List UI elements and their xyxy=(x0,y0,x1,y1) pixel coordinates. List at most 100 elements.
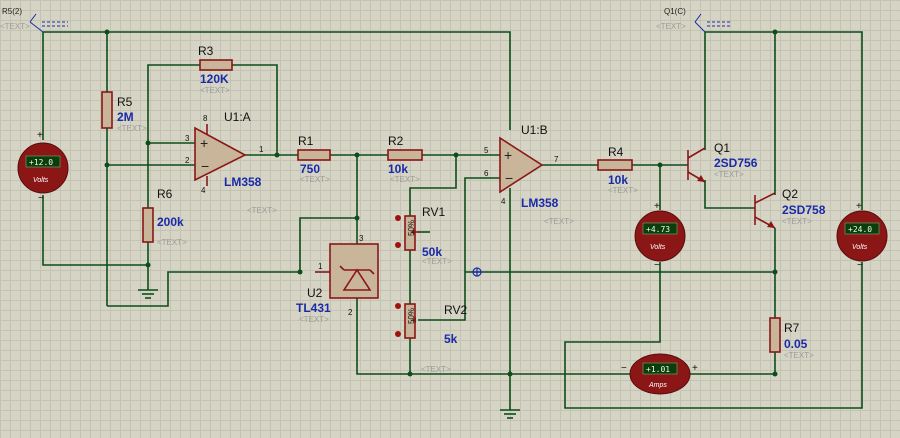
potentiometer-rv1[interactable]: 50% RV1 50k <TEXT> xyxy=(395,205,452,266)
voltmeter-2-unit: Volts xyxy=(650,244,666,251)
u1b-minus-sign: − xyxy=(505,170,513,186)
voltmeter-1-minus: − xyxy=(38,193,44,204)
opamp-u1b[interactable]: + − 5 6 7 4 U1:B LM358 <TEXT> xyxy=(484,123,574,226)
opamp-u1a[interactable]: + − 3 2 1 8 4 U1:A LM358 <TEXT> xyxy=(185,110,277,215)
r3-text: <TEXT> xyxy=(200,86,230,95)
resistor-r4[interactable]: R4 10k <TEXT> xyxy=(597,145,638,195)
junction xyxy=(407,371,413,377)
r6-label: R6 xyxy=(157,187,173,201)
junction xyxy=(104,29,110,35)
r3-value: 120K xyxy=(200,72,229,86)
rv1-percent: 50% xyxy=(407,220,416,236)
u2-pin3: 3 xyxy=(359,234,364,243)
rv1-label: RV1 xyxy=(422,205,445,219)
q2-label: Q2 xyxy=(782,187,798,201)
voltmeter-2-reading: +4.73 xyxy=(646,225,670,234)
wire-rv-top xyxy=(409,155,457,216)
voltmeter-1-reading: +12.0 xyxy=(29,158,53,167)
u1a-pin4: 4 xyxy=(201,186,206,195)
ammeter-1-reading: +1.01 xyxy=(646,365,670,374)
wire-u2-ref xyxy=(299,217,357,272)
junction xyxy=(297,269,303,275)
u1a-minus-sign: − xyxy=(201,158,209,174)
r5-value: 2M xyxy=(117,110,134,124)
ammeter-1[interactable]: +1.01 Amps − + xyxy=(621,353,698,395)
wire-q2-collector xyxy=(774,31,863,210)
probe-right[interactable]: Q1(C) <TEXT> xyxy=(656,7,732,33)
resistor-r5[interactable]: R5 2M <TEXT> xyxy=(101,91,147,133)
u2-pin1: 1 xyxy=(318,262,323,271)
resistor-r2[interactable]: R2 10k <TEXT> xyxy=(387,134,423,184)
q1-value: 2SD756 xyxy=(714,156,758,170)
u1a-pin3: 3 xyxy=(185,134,190,143)
r4-text: <TEXT> xyxy=(608,186,638,195)
rv1-text: <TEXT> xyxy=(422,257,452,266)
r6-value: 200k xyxy=(157,215,184,229)
resistor-r3[interactable]: R3 120K <TEXT> xyxy=(198,44,233,95)
wire-r3-left xyxy=(147,64,200,143)
wire-vm2-bottom xyxy=(564,262,863,409)
wire-ground-return xyxy=(107,271,300,307)
resistor-r6[interactable]: R6 200k <TEXT> xyxy=(142,187,187,247)
probe-left-text: <TEXT> xyxy=(0,22,30,31)
r1-text: <TEXT> xyxy=(300,175,330,184)
voltmeter-1[interactable]: +12.0 Volts + − xyxy=(17,130,69,204)
r7-label: R7 xyxy=(784,321,800,335)
u1b-label: U1:B xyxy=(521,123,548,137)
r7-text: <TEXT> xyxy=(784,351,814,360)
shunt-regulator-u2[interactable]: 1 2 3 U2 TL431 <TEXT> xyxy=(296,234,379,324)
q2-text: <TEXT> xyxy=(782,217,812,226)
wire-q1-emitter xyxy=(704,180,755,209)
junction xyxy=(145,140,151,146)
junction xyxy=(354,215,360,221)
ground-symbol-left xyxy=(138,286,158,299)
voltmeter-3-plus: + xyxy=(856,201,862,212)
r7-value: 0.05 xyxy=(784,337,808,351)
q1-label: Q1 xyxy=(714,141,730,155)
u2-value: TL431 xyxy=(296,301,331,315)
wire-q1-collector xyxy=(704,31,775,150)
junction xyxy=(772,29,778,35)
transistor-q1[interactable]: Q1 2SD756 <TEXT> xyxy=(687,141,758,183)
resistor-r7[interactable]: R7 0.05 <TEXT> xyxy=(769,317,814,360)
junction xyxy=(772,269,778,275)
u1b-text: <TEXT> xyxy=(544,217,574,226)
r3-label: R3 xyxy=(198,44,214,58)
wires xyxy=(42,31,863,410)
probe-left-label: R5(2) xyxy=(2,7,22,16)
ammeter-1-unit: Amps xyxy=(648,382,667,389)
voltmeter-2-minus: − xyxy=(654,260,660,271)
rv2-label: RV2 xyxy=(444,303,467,317)
probe-right-text: <TEXT> xyxy=(656,22,686,31)
r1-value: 750 xyxy=(300,162,320,176)
u1a-pin2: 2 xyxy=(185,156,190,165)
r2-value: 10k xyxy=(388,162,408,176)
resistor-r1[interactable]: R1 750 <TEXT> xyxy=(297,134,331,184)
voltmeter-3[interactable]: +24.0 Volts + − xyxy=(836,201,888,271)
junction xyxy=(507,371,513,377)
u2-label: U2 xyxy=(307,286,323,300)
junction xyxy=(104,162,110,168)
probe-left[interactable]: R5(2) <TEXT> xyxy=(0,7,68,33)
voltmeter-1-unit: Volts xyxy=(33,177,49,184)
u1b-value: LM358 xyxy=(521,196,559,210)
wire-r7-bottom xyxy=(690,352,776,375)
u1b-plus-sign: + xyxy=(504,147,512,163)
u1b-pin5: 5 xyxy=(484,146,489,155)
potentiometer-rv2[interactable]: 50% RV2 5k xyxy=(395,303,467,346)
voltmeter-1-plus: + xyxy=(37,130,43,141)
voltmeter-3-minus: − xyxy=(857,260,863,271)
u2-text: <TEXT> xyxy=(299,315,329,324)
u1a-pin1: 1 xyxy=(259,145,264,154)
r5-text: <TEXT> xyxy=(117,124,147,133)
r6-text: <TEXT> xyxy=(157,238,187,247)
r4-value: 10k xyxy=(608,173,628,187)
voltmeter-2[interactable]: +4.73 Volts + − xyxy=(634,201,686,271)
voltmeter-2-plus: + xyxy=(654,201,660,212)
transistor-q2[interactable]: Q2 2SD758 <TEXT> xyxy=(754,187,826,229)
u2-pin2: 2 xyxy=(348,308,353,317)
rv2-value: 5k xyxy=(444,332,458,346)
wire-left-meter-bottom xyxy=(42,195,148,266)
